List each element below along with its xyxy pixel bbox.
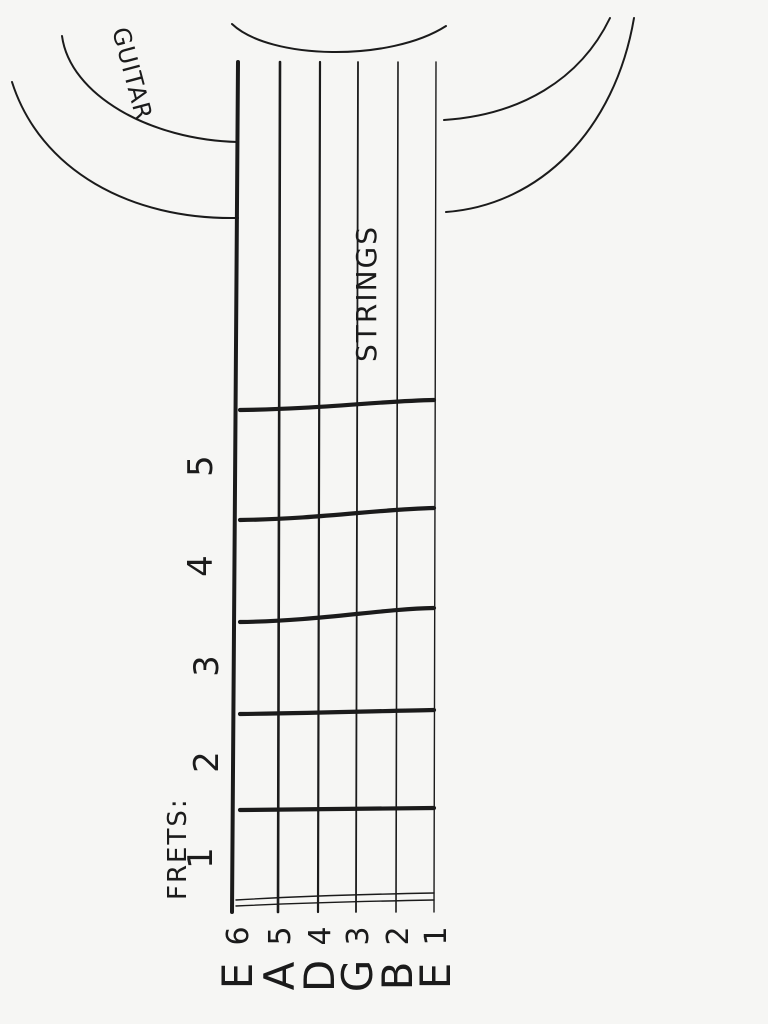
fret-number-3: 3 [187,655,227,677]
string-line-4 [316,60,322,914]
string-line-2 [395,61,399,913]
fret-line-4 [237,505,437,523]
string-note-5: A [255,961,304,990]
fret-line-5 [237,397,437,413]
fret-number-5: 5 [181,455,221,477]
fret-line-2 [237,707,437,717]
string-line-6 [230,60,240,914]
string-number-4: 4 [303,926,338,945]
string-note-6: E [213,963,262,990]
frets-label: FRETS: [163,797,193,900]
string-number-3: 3 [341,926,376,945]
string-line-3 [355,61,359,913]
string-note-2: B [373,962,422,991]
string-number-6: 6 [221,926,256,945]
string-note-3: G [333,960,382,993]
strings-label: STRINGS [350,225,383,362]
fret-number-2: 2 [187,751,227,773]
string-note-1: E [411,963,460,990]
fret-line-1 [237,805,437,813]
nut [235,892,435,907]
fret-number-1: 1 [181,847,221,869]
fret-line-3 [237,605,437,625]
fret-numbers: 1 2 3 4 5 [181,455,227,869]
guitar-label: GUITAR [106,24,158,123]
string-line-5 [276,60,282,914]
fret-number-4: 4 [181,555,221,577]
string-line-1 [433,61,437,913]
frets [237,397,437,813]
string-number-1: 1 [419,926,454,945]
string-note-4: D [295,960,344,992]
strings [230,60,437,914]
string-number-2: 2 [381,926,416,945]
guitar-body-outline [11,17,635,220]
string-number-5: 5 [263,926,298,945]
